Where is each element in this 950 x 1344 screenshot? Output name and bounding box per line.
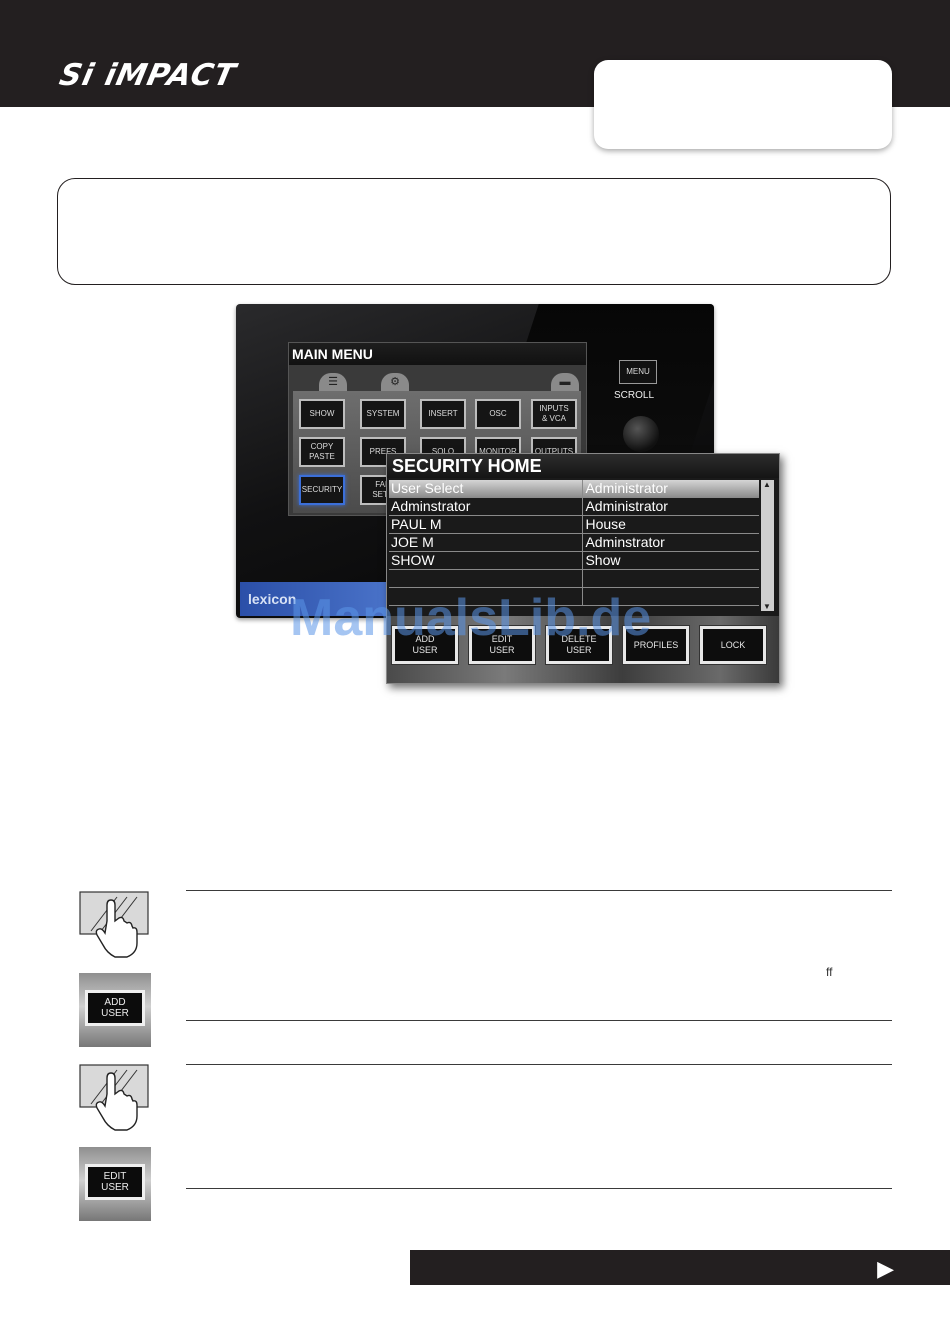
- insert-button[interactable]: INSERT: [420, 399, 466, 429]
- touch-screen-icon: [79, 891, 149, 958]
- system-button[interactable]: SYSTEM: [360, 399, 406, 429]
- scroll-knob[interactable]: [623, 416, 659, 452]
- security-home-title: SECURITY HOME: [387, 454, 779, 478]
- add-user-icon-label: ADD USER: [85, 990, 145, 1026]
- lexicon-logo: lexicon: [248, 591, 297, 607]
- divider: [186, 890, 892, 891]
- intro-box: [57, 178, 891, 285]
- edit-user-icon-label: EDIT USER: [85, 1164, 145, 1200]
- copy-paste-button[interactable]: COPY PASTE: [299, 437, 345, 467]
- main-menu-title: MAIN MENU: [289, 343, 586, 365]
- user-cell: SHOW: [389, 552, 584, 569]
- user-table: User Select Administrator Adminstrator A…: [389, 480, 759, 606]
- profile-cell: [583, 570, 759, 587]
- scroll-down-icon[interactable]: ▼: [763, 602, 771, 611]
- add-user-icon: ADD USER: [79, 973, 151, 1047]
- next-page-arrow-icon[interactable]: ▶: [877, 1256, 894, 1281]
- user-cell: PAUL M: [389, 516, 584, 533]
- divider: [186, 1020, 892, 1021]
- gear-icon[interactable]: ⚙: [381, 373, 409, 391]
- lock-button[interactable]: LOCK: [700, 626, 766, 664]
- edit-user-button[interactable]: EDIT USER: [469, 626, 535, 664]
- profiles-button[interactable]: PROFILES: [623, 626, 689, 664]
- user-cell: JOE M: [389, 534, 584, 551]
- user-cell: [389, 570, 584, 587]
- edit-user-icon: EDIT USER: [79, 1147, 151, 1221]
- title-tab: [594, 60, 892, 149]
- profile-cell: Show: [585, 552, 621, 568]
- watermark: ManualsLib.de: [290, 589, 652, 647]
- profile-cell: Adminstrator: [585, 534, 665, 550]
- profile-cell: House: [585, 516, 626, 532]
- menu-tabs: ☰ ⚙ ▬: [319, 373, 586, 391]
- header-cell-user: User Select: [389, 480, 584, 497]
- table-row[interactable]: [389, 570, 759, 588]
- table-row[interactable]: JOE M Adminstrator: [389, 534, 759, 552]
- security-home-panel: SECURITY HOME User Select Administrator …: [386, 453, 780, 684]
- table-row[interactable]: SHOW Show: [389, 552, 759, 570]
- table-header-row[interactable]: User Select Administrator: [389, 480, 759, 498]
- security-button-bar: ADD USER EDIT USER DELETE USER PROFILES …: [387, 616, 779, 683]
- scroll-label: SCROLL: [614, 390, 655, 401]
- scroll-up-icon[interactable]: ▲: [763, 480, 771, 489]
- security-button[interactable]: SECURITY: [299, 475, 345, 505]
- ff-text: ff: [826, 965, 833, 979]
- show-button[interactable]: SHOW: [299, 399, 345, 429]
- user-cell: Adminstrator: [389, 498, 584, 515]
- user-cell: [389, 588, 584, 605]
- console-icon[interactable]: ▬: [551, 373, 579, 391]
- list-icon[interactable]: ☰: [319, 373, 347, 391]
- table-scrollbar[interactable]: ▲ ▼: [761, 480, 774, 611]
- profile-cell: Administrator: [585, 498, 668, 514]
- header-cell-profile: Administrator: [585, 480, 668, 496]
- add-user-button[interactable]: ADD USER: [392, 626, 458, 664]
- delete-user-button[interactable]: DELETE USER: [546, 626, 612, 664]
- divider: [186, 1064, 892, 1065]
- si-impact-logo: Si iMPACT: [56, 58, 240, 93]
- table-row[interactable]: Adminstrator Administrator: [389, 498, 759, 516]
- inputs-vca-button[interactable]: INPUTS & VCA: [531, 399, 577, 429]
- table-row[interactable]: [389, 588, 759, 606]
- brand-strip: lexicon: [240, 582, 390, 616]
- footer-bar: ▶: [410, 1250, 950, 1285]
- table-row[interactable]: PAUL M House: [389, 516, 759, 534]
- divider: [186, 1188, 892, 1189]
- touch-screen-icon: [79, 1064, 149, 1131]
- osc-button[interactable]: OSC: [475, 399, 521, 429]
- menu-key[interactable]: MENU: [619, 360, 657, 384]
